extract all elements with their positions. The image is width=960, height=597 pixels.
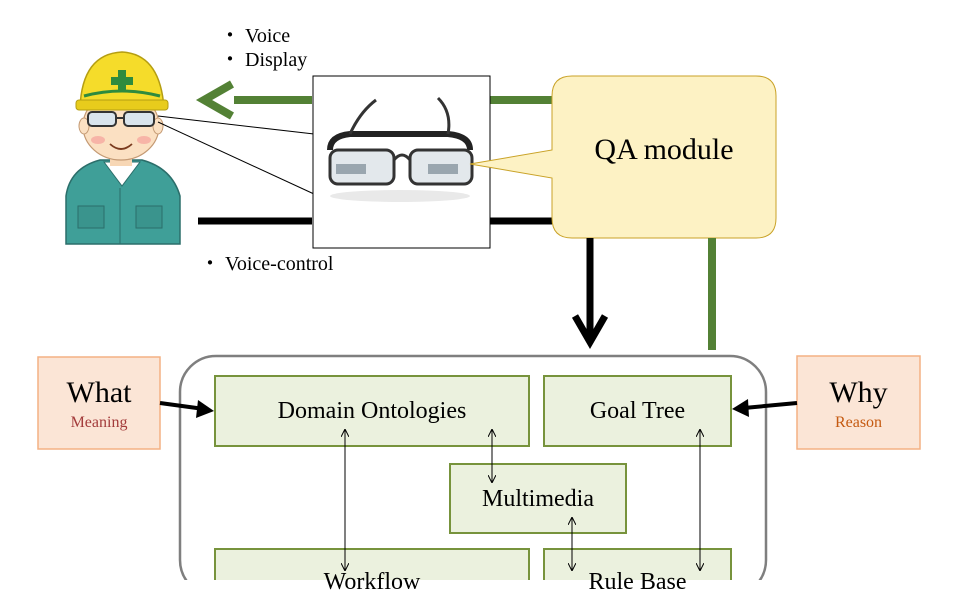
why-box [796, 355, 921, 450]
output-arrow [195, 80, 552, 120]
query-arrow [571, 238, 609, 350]
smart-glasses-icon [327, 96, 474, 202]
worker-icon [65, 51, 181, 245]
why-subtitle: Reason [834, 414, 883, 431]
multimedia-box [449, 463, 627, 534]
domain-ontologies-box [214, 375, 530, 447]
qa-module-label: QA module [594, 133, 734, 166]
why-arrow [732, 399, 798, 417]
smart-glasses-photo [312, 75, 491, 249]
what-title: What [66, 376, 132, 409]
input-bullet-voice-control: ・ Voice-control [200, 253, 334, 275]
domain-ontologies-label: Domain Ontologies [277, 398, 467, 424]
workflow-box [214, 548, 530, 580]
what-arrow [159, 400, 214, 418]
qa-module-node [469, 75, 777, 239]
multimedia-label: Multimedia [482, 486, 594, 512]
what-subtitle: Meaning [70, 414, 128, 431]
workflow-label: Workflow [323, 569, 421, 595]
output-bullet-voice: ・ Voice [220, 25, 291, 47]
why-title: Why [829, 376, 888, 409]
callout-line [157, 115, 315, 135]
knowledge-system-diagram [37, 51, 921, 580]
rule-base-label: Rule Base [588, 569, 687, 595]
callout-line [157, 121, 315, 195]
what-box [37, 356, 161, 450]
goal-tree-label: Goal Tree [589, 398, 686, 424]
output-bullet-display: ・ Display [220, 49, 308, 71]
